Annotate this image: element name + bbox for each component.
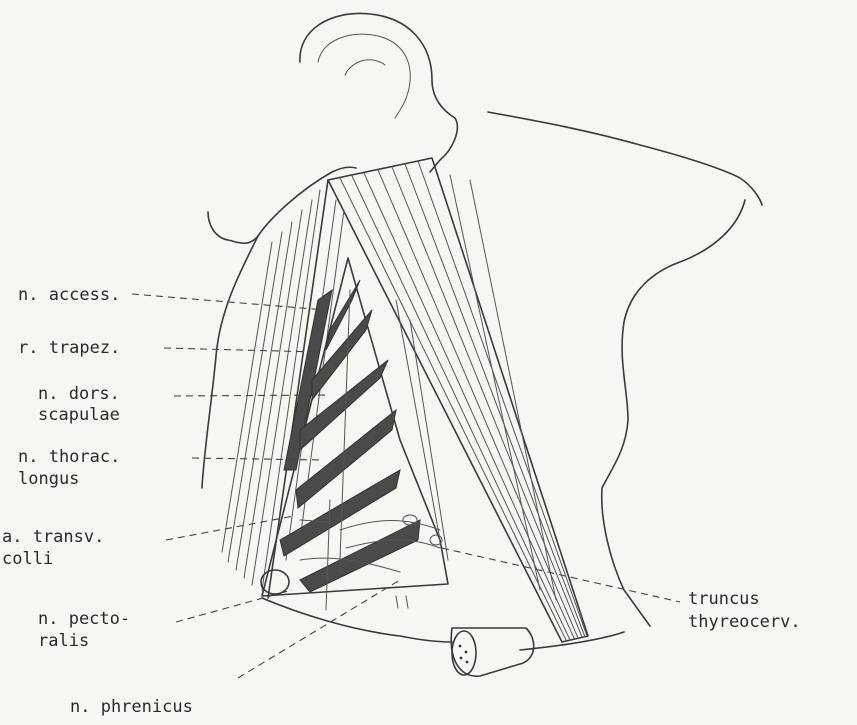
label-n-access: n. access. bbox=[18, 285, 120, 305]
labels: n. access. r. trapez. n. dors. scapulae … bbox=[2, 285, 801, 717]
label-n-dors: n. dors. bbox=[38, 384, 120, 404]
label-r-trapez: r. trapez. bbox=[18, 338, 120, 358]
leader-lines bbox=[132, 294, 680, 678]
label-ralis: ralis bbox=[38, 631, 89, 651]
label-n-thorac: n. thorac. bbox=[18, 447, 120, 467]
label-colli: colli bbox=[2, 549, 53, 569]
body-outline bbox=[202, 112, 762, 650]
label-longus: longus bbox=[18, 469, 79, 489]
clavicle-stump bbox=[451, 628, 533, 676]
label-thyreocerv: thyreocerv. bbox=[688, 612, 801, 632]
label-a-transv: a. transv. bbox=[2, 527, 104, 547]
posterior-triangle bbox=[261, 258, 448, 610]
sternocleidomastoid-muscle bbox=[328, 158, 588, 642]
label-truncus: truncus bbox=[688, 589, 760, 609]
label-scapulae: scapulae bbox=[38, 405, 120, 425]
label-n-pecto: n. pecto- bbox=[38, 609, 130, 629]
ear-drawing bbox=[300, 13, 457, 172]
label-n-phrenicus: n. phrenicus bbox=[70, 697, 193, 717]
